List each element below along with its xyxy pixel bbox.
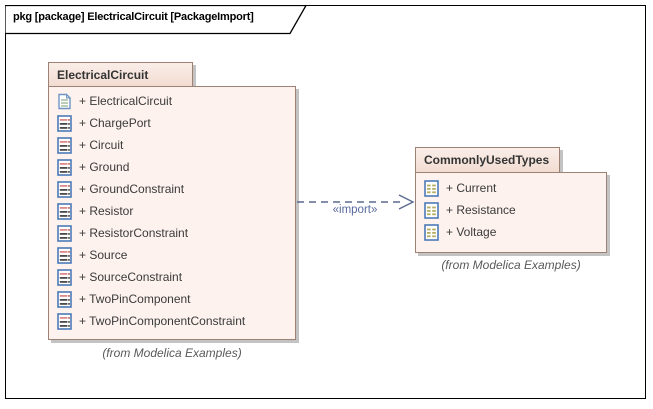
- item-label: + TwoPinComponentConstraint: [79, 314, 246, 328]
- import-connector[interactable]: [296, 190, 418, 216]
- item-label: + ChargePort: [79, 116, 151, 130]
- package-tab-commonlyusedtypes[interactable]: CommonlyUsedTypes: [415, 147, 560, 173]
- class-icon: [57, 224, 72, 242]
- frame-title: pkg [package] ElectricalCircuit [Package…: [13, 11, 254, 23]
- item-label: + ElectricalCircuit: [79, 94, 173, 108]
- package-item[interactable]: + TwoPinComponent: [49, 288, 295, 310]
- package-source-note: (from Modelica Examples): [441, 258, 581, 272]
- package-item[interactable]: + SourceConstraint: [49, 266, 295, 288]
- item-label: + ResistorConstraint: [79, 226, 189, 240]
- item-label: + SourceConstraint: [79, 270, 183, 284]
- package-item[interactable]: + Voltage: [416, 221, 606, 243]
- package-item[interactable]: + Resistor: [49, 200, 295, 222]
- class-icon: [57, 290, 72, 308]
- datatype-icon: [424, 223, 439, 241]
- item-label: + GroundConstraint: [79, 182, 185, 196]
- class-icon: [57, 202, 72, 220]
- package-source-note: (from Modelica Examples): [102, 346, 242, 360]
- frame-header: [5, 5, 308, 35]
- datatype-icon: [424, 201, 439, 219]
- package-item[interactable]: + Source: [49, 244, 295, 266]
- package-item[interactable]: + Resistance: [416, 199, 606, 221]
- class-icon: [57, 114, 72, 132]
- class-icon: [57, 180, 72, 198]
- item-label: + Resistance: [446, 203, 516, 217]
- item-label: + TwoPinComponent: [79, 292, 191, 306]
- item-label: + Ground: [79, 160, 130, 174]
- package-item[interactable]: + GroundConstraint: [49, 178, 295, 200]
- item-label: + Source: [79, 248, 128, 262]
- class-icon: [57, 268, 72, 286]
- package-body-electricalcircuit[interactable]: + ElectricalCircuit + ChargePort + Circuit…: [48, 86, 296, 340]
- package-item[interactable]: + TwoPinComponentConstraint: [49, 310, 295, 332]
- item-label: + Current: [446, 181, 497, 195]
- package-item[interactable]: + Current: [416, 177, 606, 199]
- class-icon: [57, 158, 72, 176]
- item-label: + Circuit: [79, 138, 124, 152]
- package-item[interactable]: + ElectricalCircuit: [49, 90, 295, 112]
- class-icon: [57, 312, 72, 330]
- package-item[interactable]: + ResistorConstraint: [49, 222, 295, 244]
- datatype-icon: [424, 179, 439, 197]
- class-icon: [57, 136, 72, 154]
- package-body-commonlyusedtypes[interactable]: + Current + Resistance + Voltage: [415, 172, 607, 253]
- item-label: + Voltage: [446, 225, 497, 239]
- open-arrowhead-icon: [398, 194, 415, 210]
- class-icon: [57, 246, 72, 264]
- connector-stereotype-label: «import»: [332, 204, 378, 216]
- package-tab-electricalcircuit[interactable]: ElectricalCircuit: [48, 62, 193, 87]
- diagram-icon: [57, 92, 72, 110]
- package-item[interactable]: + ChargePort: [49, 112, 295, 134]
- package-item[interactable]: + Ground: [49, 156, 295, 178]
- item-label: + Resistor: [79, 204, 134, 218]
- package-item[interactable]: + Circuit: [49, 134, 295, 156]
